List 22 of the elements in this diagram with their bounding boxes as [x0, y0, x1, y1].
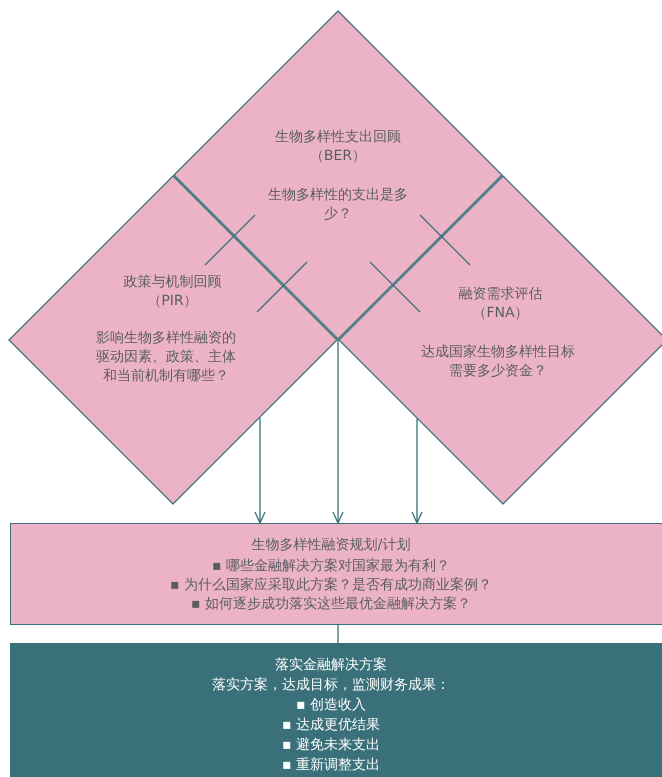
arrow: [332, 340, 344, 524]
diamond-heading: 政策与机制回顾（PIR）: [122, 273, 222, 311]
box-heading: 落实金融解决方案: [274, 656, 388, 675]
diamond-heading: 融资需求评估（FNA）: [458, 285, 544, 323]
arrow: [411, 419, 423, 524]
box-text: ▪ 创造收入: [295, 696, 367, 715]
process-box: [10, 643, 662, 777]
box-text: ▪ 达成更优结果: [281, 716, 381, 735]
diamond-text: 生物多样性的支出是多少？: [267, 186, 409, 224]
box-text: ▪ 重新调整支出: [281, 756, 381, 775]
box-text: ▪ 哪些金融解决方案对国家最为有利？: [211, 557, 451, 576]
arrow: [254, 418, 266, 524]
box-text: ▪ 为什么国家应采取此方案？是否有成功商业案例？: [169, 576, 493, 595]
box-text: ▪ 如何逐步成功落实这些最优金融解决方案？: [190, 595, 472, 614]
diamond-heading: 生物多样性支出回顾（BER）: [274, 128, 402, 166]
box-text: 落实方案，达成目标，监测财务成果：: [211, 676, 451, 695]
box-heading: 生物多样性融资规划/计划: [250, 536, 412, 555]
connector-line: [337, 625, 339, 643]
diamond-text: 影响生物多样性融资的驱动因素、政策、主体和当前机制有哪些？: [96, 329, 236, 386]
diamond-text: 达成国家生物多样性目标需要多少资金？: [420, 343, 576, 381]
box-text: ▪ 避免未来支出: [281, 736, 381, 755]
process-box: [10, 523, 662, 625]
